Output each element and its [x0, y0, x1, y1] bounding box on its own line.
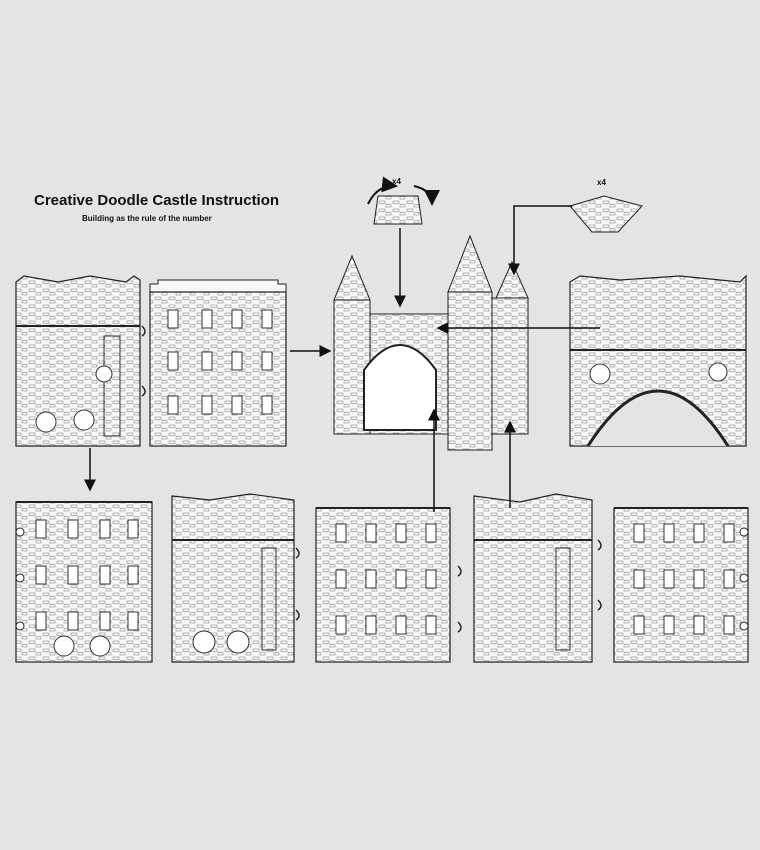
castle-assembled — [334, 236, 528, 450]
panel-bottom-4 — [474, 494, 592, 662]
panel-bottom-2 — [172, 494, 294, 662]
roof-piece — [570, 196, 642, 232]
tower-top-piece — [368, 186, 432, 224]
panel-top-right-arch — [570, 276, 746, 446]
panel-top-left-1 — [16, 276, 140, 446]
panel-top-left-2 — [150, 280, 286, 446]
